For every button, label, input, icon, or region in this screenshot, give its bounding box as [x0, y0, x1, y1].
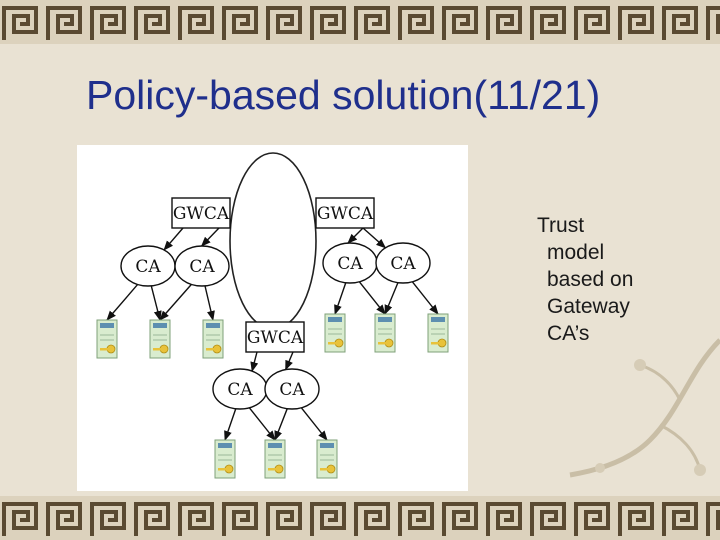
edge-gwca-bottom-to-ca-b2 — [284, 351, 294, 371]
key-shaft-icon — [378, 342, 387, 345]
ca-ellipse — [174, 245, 230, 287]
gateway-box — [245, 321, 305, 353]
gateway-label: GWCA — [173, 204, 230, 224]
caption-line-3: based on — [547, 268, 634, 291]
ca-label: CA — [189, 257, 215, 277]
certificate-header-icon — [218, 443, 232, 448]
edge-gwca-left-to-ca-l1 — [163, 227, 184, 251]
edge-ca-b1-to-cert-b1 — [224, 408, 237, 441]
node-ca-r2: CA — [375, 242, 431, 284]
edge-ca-l1-to-cert-l2 — [150, 285, 162, 321]
caption-line-5: CA’s — [547, 322, 590, 345]
bottom-border-pattern — [0, 496, 720, 540]
ca-label: CA — [337, 254, 363, 274]
edge-ca-r2-to-cert-r3 — [411, 281, 439, 315]
trust-model-diagram: GWCA GWCA GWCA CA CA CA CA CA CA — [77, 145, 468, 491]
certificate-header-icon — [320, 443, 334, 448]
top-border-pattern — [0, 0, 720, 44]
certificate-header-icon — [431, 317, 445, 322]
key-shaft-icon — [206, 348, 215, 351]
edge-gwca-left-to-ca-l2 — [200, 227, 220, 247]
ca-ellipse — [375, 242, 431, 284]
ca-label: CA — [135, 257, 161, 277]
ca-label: CA — [390, 254, 416, 274]
node-gwca-bottom: GWCA — [245, 321, 305, 353]
node-gwca-right: GWCA — [315, 197, 375, 229]
slide-caption: Trust model based on Gateway CA’s — [537, 212, 677, 347]
node-cert-b2 — [264, 439, 286, 479]
node-ca-b1: CA — [212, 368, 268, 410]
node-cert-r3 — [427, 313, 449, 353]
plum-branch-decoration — [569, 338, 720, 478]
node-gwca-left: GWCA — [171, 197, 231, 229]
gateway-box — [171, 197, 231, 229]
key-shaft-icon — [153, 348, 162, 351]
certificate-header-icon — [328, 317, 342, 322]
key-shaft-icon — [100, 348, 109, 351]
key-shaft-icon — [431, 342, 440, 345]
caption-line-4: Gateway — [547, 295, 630, 318]
node-cert-b3 — [316, 439, 338, 479]
caption-line-1: Trust — [537, 214, 585, 237]
ca-label: CA — [279, 380, 305, 400]
node-ca-l1: CA — [120, 245, 176, 287]
key-shaft-icon — [328, 342, 337, 345]
edge-ca-b1-to-cert-b2 — [248, 407, 276, 441]
node-cert-r1 — [324, 313, 346, 353]
edge-ca-l1-to-cert-l1 — [106, 284, 139, 321]
gateway-label: GWCA — [317, 204, 374, 224]
edge-ca-l2-to-cert-l2 — [159, 283, 192, 321]
edge-gwca-right-to-ca-r2 — [362, 227, 387, 249]
edge-gwca-bottom-to-ca-b1 — [250, 351, 259, 373]
node-ca-r1: CA — [322, 242, 378, 284]
node-cert-r2 — [374, 313, 396, 353]
ca-label: CA — [227, 380, 253, 400]
edge-ca-b2-to-cert-b2 — [274, 408, 288, 441]
certificate-header-icon — [153, 323, 167, 328]
node-cert-l1 — [96, 319, 118, 359]
slide-title: Policy-based solution(11/21) — [86, 72, 601, 118]
certificate-header-icon — [268, 443, 282, 448]
gateway-label: GWCA — [247, 328, 304, 348]
node-cert-b1 — [214, 439, 236, 479]
caption-line-2: model — [547, 241, 605, 264]
ca-ellipse — [264, 368, 320, 410]
certificate-header-icon — [100, 323, 114, 328]
node-cert-l2 — [149, 319, 171, 359]
edge-ca-b2-to-cert-b3 — [300, 407, 328, 441]
edge-ca-l2-to-cert-l3 — [204, 285, 215, 321]
node-ca-b2: CA — [264, 368, 320, 410]
edge-ca-r2-to-cert-r2 — [384, 282, 399, 315]
gateway-link-ring — [229, 152, 317, 330]
node-ca-l2: CA — [174, 245, 230, 287]
certificate-header-icon — [378, 317, 392, 322]
edge-gwca-right-to-ca-r1 — [347, 227, 364, 244]
key-shaft-icon — [218, 468, 227, 471]
key-shaft-icon — [320, 468, 329, 471]
gateway-box — [315, 197, 375, 229]
key-shaft-icon — [268, 468, 277, 471]
certificate-header-icon — [206, 323, 220, 328]
node-cert-l3 — [202, 319, 224, 359]
edge-ca-r1-to-cert-r2 — [358, 281, 386, 315]
edge-ca-r1-to-cert-r1 — [334, 282, 347, 315]
